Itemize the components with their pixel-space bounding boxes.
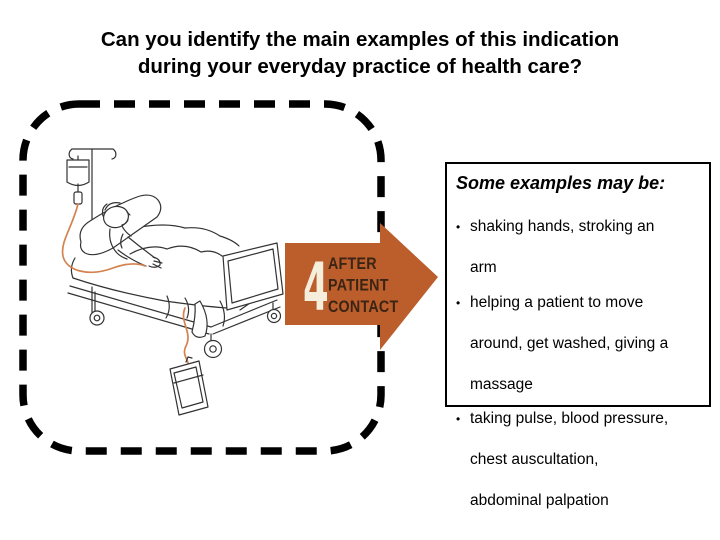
bed-legs (94, 291, 274, 342)
patient-sleeve (120, 233, 124, 249)
iv-bag-icon (66, 159, 90, 187)
bullet-2-line-2: around, get washed, giving a (470, 334, 669, 352)
bullet-1-line-2: arm (470, 259, 497, 276)
drainage-bag-fluid-line (173, 374, 204, 384)
hospital-bed-icon (67, 224, 282, 359)
drainage-bag-inner (173, 366, 204, 409)
bullet-1-line-1: shaking hands, stroking an (470, 218, 655, 235)
examples-box: Some examples may be: • shaking hands, s… (445, 162, 711, 509)
bullet-icon: • (456, 295, 461, 310)
blanket-top-edge (129, 245, 223, 257)
bed-wheel-right (266, 308, 282, 324)
patient-face (121, 211, 131, 226)
bullet-text: taking pulse, blood pressure, chest ausc… (470, 409, 703, 512)
bullet-text: helping a patient to move around, get wa… (470, 293, 703, 396)
bullet-2-line-1: helping a patient to move (470, 293, 644, 311)
bullet-2-line-3: massage (470, 375, 533, 393)
mattress-far-edge (134, 224, 240, 247)
blanket-drape-line (219, 300, 226, 327)
iv-tube (61, 203, 146, 274)
bed-wheel-left-hub (93, 314, 101, 322)
iv-hook-bracket (68, 148, 117, 160)
bullet-icon: • (456, 412, 461, 426)
examples-bullet-list: • shaking hands, stroking an arm • helpi… (456, 217, 703, 512)
catheter-tube (182, 307, 189, 364)
drainage-bag-icon (169, 356, 209, 416)
drainage-bag-outer (169, 360, 209, 416)
bed-wheel-left (89, 310, 105, 326)
footboard-outer (222, 242, 284, 311)
bed-wheel-middle-hub (209, 345, 217, 353)
slide-title: Can you identify the main examples of th… (0, 26, 720, 80)
blanket-icon (129, 245, 226, 338)
bullet-3-line-1: taking pulse, blood pressure, (470, 410, 669, 427)
bed-wheel-right-hub (270, 312, 278, 320)
mattress-near-edge (72, 277, 228, 309)
arrow-shape (285, 223, 438, 350)
slide-title-line-2: during your everyday practice of health … (137, 55, 583, 78)
bed-wheel-middle (203, 339, 223, 359)
blanket-folds (165, 295, 190, 319)
bullet-icon: • (456, 220, 461, 234)
after-patient-contact-arrow: 4 AFTER PATIENT CONTACT (285, 223, 438, 350)
patient-icon (79, 194, 163, 269)
list-item: • shaking hands, stroking an arm (456, 217, 703, 279)
footboard-icon (222, 242, 284, 311)
dashed-border (19, 100, 385, 455)
drainage-bag-connector (185, 356, 193, 363)
list-item: • taking pulse, blood pressure, chest au… (456, 409, 703, 512)
arrow-label-line-2: PATIENT (328, 276, 389, 294)
patient-bed-illustration: 4 AFTER PATIENT CONTACT (19, 100, 438, 455)
arrow-label-line-1: AFTER (328, 255, 377, 273)
bullet-3-line-2: chest auscultation, (470, 451, 599, 468)
footboard-inner (227, 248, 279, 304)
arrow-label-line-3: CONTACT (328, 298, 399, 316)
iv-drip-chamber (73, 191, 83, 205)
list-item: • helping a patient to move around, get … (456, 293, 703, 396)
examples-heading: Some examples may be: (456, 173, 666, 193)
bullet-3-line-3: abdominal palpation (470, 492, 609, 509)
bullet-text: shaking hands, stroking an arm (470, 217, 703, 279)
moment-number: 4 (303, 248, 329, 326)
patient-hand (148, 256, 163, 269)
blanket-drape (191, 300, 208, 338)
patient-torso (109, 225, 132, 260)
slide-title-line-1: Can you identify the main examples of th… (100, 28, 620, 51)
patient-hair (101, 202, 121, 217)
